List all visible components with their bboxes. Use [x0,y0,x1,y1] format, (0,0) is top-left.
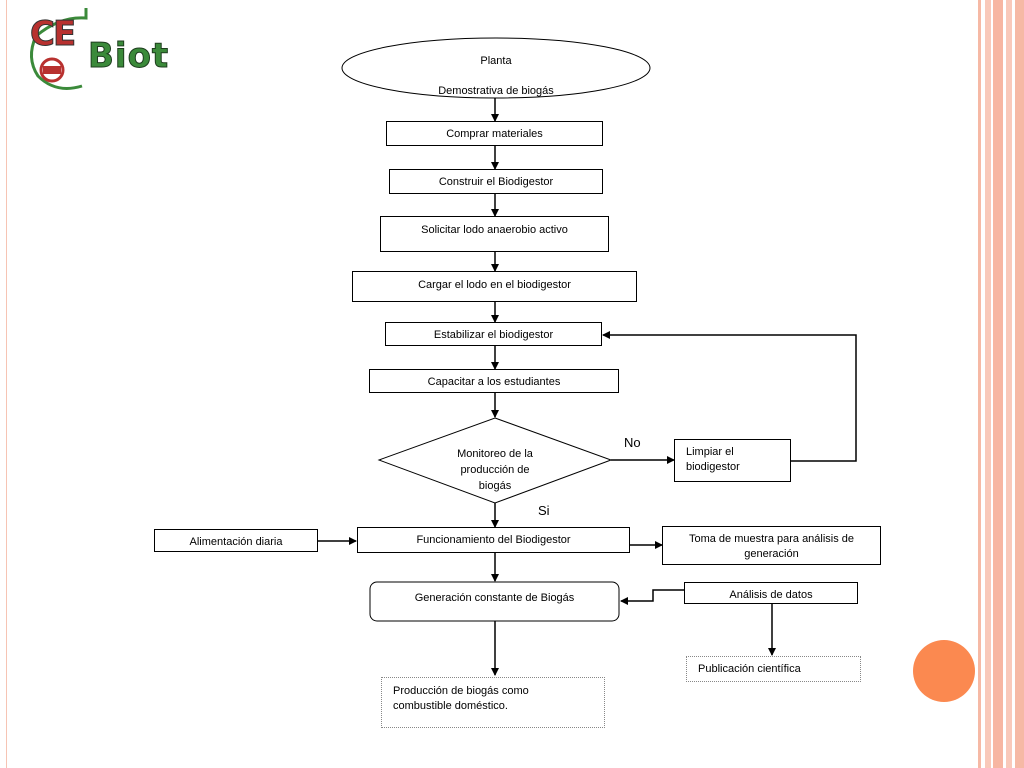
node-monitoreo-line3: biogás [478,480,512,492]
node-estabilizar: Estabilizar el biodigestor [385,322,602,346]
edge-label-no: No [624,435,641,450]
node-alimentacion: Alimentación diaria [154,529,318,552]
node-start-line2: Demostrativa de biogás [438,85,554,97]
logo-text-ce: CE [29,14,76,55]
node-toma-line1: Toma de muestra para análisis de [688,533,855,545]
node-cargar-label: Cargar el lodo en el biodigestor [418,279,571,291]
edge-label-si: Si [538,503,550,518]
node-limpiar-line1: Limpiar el [686,446,734,458]
node-publicacion: Publicación científica [686,656,861,682]
node-analisis-label: Análisis de datos [729,589,813,601]
decor-left-line [6,0,7,768]
decor-stripe-2 [985,0,991,768]
decor-stripe-3 [993,0,1003,768]
node-capacitar-label: Capacitar a los estudiantes [427,376,561,388]
arrow-limpiar-estabilizar [602,331,857,462]
node-limpiar-line2: biodigestor [686,461,740,473]
node-limpiar: Limpiar el biodigestor [674,439,791,482]
node-toma-line2: generación [744,548,799,560]
decor-stripe-4 [1006,0,1012,768]
start-ellipse [341,37,651,99]
decor-orange-circle [913,640,975,702]
node-capacitar: Capacitar a los estudiantes [369,369,619,393]
arrow-analisis-generacion [620,589,684,605]
logo-text-biot: Biot [87,36,170,77]
node-produccion: Producción de biogás como combustible do… [381,677,605,728]
node-funcionamiento: Funcionamiento del Biodigestor [357,527,630,553]
node-comprar: Comprar materiales [386,121,603,146]
node-toma: Toma de muestra para análisis de generac… [662,526,881,565]
node-cargar: Cargar el lodo en el biodigestor [352,271,637,302]
node-produccion-line2: combustible doméstico. [393,700,508,712]
node-construir-label: Construir el Biodigestor [438,176,554,188]
decor-stripe-5 [1015,0,1024,768]
node-solicitar-label: Solicitar lodo anaerobio activo [421,224,568,236]
node-monitoreo-line2: producción de [460,464,530,476]
node-analisis: Análisis de datos [684,582,858,604]
node-comprar-label: Comprar materiales [446,128,543,140]
node-alimentacion-label: Alimentación diaria [189,536,283,548]
decor-stripe-1 [978,0,981,768]
node-monitoreo-line1: Monitoreo de la [457,448,533,460]
node-estabilizar-label: Estabilizar el biodigestor [433,329,554,341]
node-generacion-label: Generación constante de Biogás [414,592,575,604]
node-produccion-line1: Producción de biogás como [393,685,529,697]
node-solicitar: Solicitar lodo anaerobio activo [380,216,609,252]
cebiot-logo: CE Biot [24,6,169,96]
node-construir: Construir el Biodigestor [389,169,603,194]
node-funcionamiento-label: Funcionamiento del Biodigestor [416,534,571,546]
node-start-line1: Planta [480,55,512,67]
node-publicacion-label: Publicación científica [698,663,801,675]
